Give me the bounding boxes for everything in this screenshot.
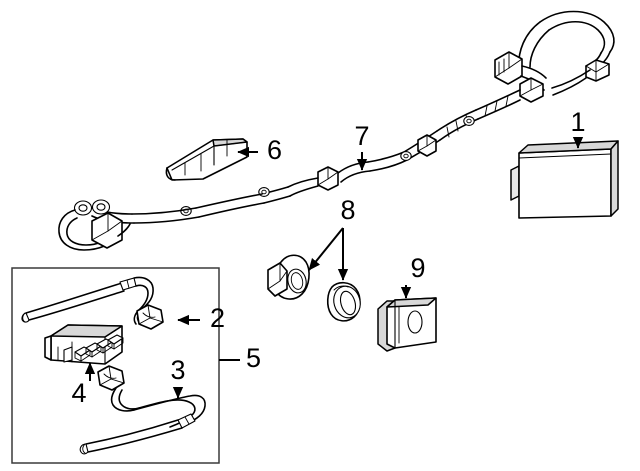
part-connector-block <box>44 324 124 365</box>
harness-eyelet-icon <box>73 200 93 216</box>
harness-grommet-icon <box>400 151 412 161</box>
inset-assembly-box-frame <box>11 267 220 464</box>
harness-eyelet-icon <box>91 199 111 215</box>
part-cover-bracket <box>165 138 248 181</box>
part-control-module <box>510 140 619 219</box>
callout-label-4: 4 <box>71 378 86 408</box>
harness-grommet-icon <box>463 116 475 126</box>
part-main-wiring-harness <box>58 10 615 251</box>
callout-label-3: 3 <box>170 355 185 385</box>
callout-8: 8 <box>308 195 356 281</box>
callout-label-1: 1 <box>570 107 585 137</box>
callout-7: 7 <box>354 121 370 171</box>
callout-3: 3 <box>170 355 186 399</box>
part-sensor-retainer-ring <box>326 281 361 322</box>
callout-label-8: 8 <box>340 195 355 225</box>
callout-4: 4 <box>71 362 96 408</box>
callout-label-7: 7 <box>354 121 369 151</box>
part-park-assist-sensor <box>267 254 310 300</box>
callout-1: 1 <box>570 107 586 149</box>
callout-label-2: 2 <box>210 303 225 333</box>
callout-label-9: 9 <box>410 253 425 283</box>
part-jumper-harness-upper <box>21 276 164 330</box>
callout-label-6: 6 <box>267 135 282 165</box>
part-jumper-harness-lower <box>79 365 206 455</box>
connector-pins <box>74 334 124 362</box>
part-sensor-mounting-bracket <box>377 297 437 352</box>
callout-9: 9 <box>400 253 426 299</box>
callout-2: 2 <box>177 303 225 333</box>
callout-5: 5 <box>219 343 261 373</box>
callout-label-5: 5 <box>246 343 261 373</box>
callout-6: 6 <box>237 135 282 165</box>
